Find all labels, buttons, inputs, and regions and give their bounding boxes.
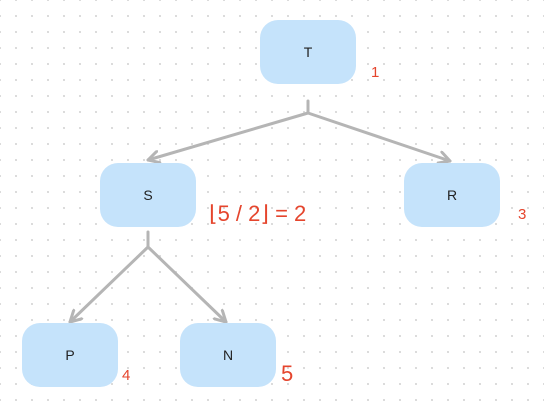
node-t: T: [260, 20, 356, 84]
node-p-annotation: 4: [122, 367, 131, 384]
node-r: R: [404, 163, 500, 227]
edge-t-r: [306, 111, 452, 161]
node-r-annotation: 3: [518, 206, 527, 223]
edge-t-s: [146, 99, 310, 160]
edge-s-p: [68, 230, 150, 324]
edge-s-n: [146, 245, 228, 324]
node-s-formula: ⌊5 / 2⌋ = 2: [209, 201, 307, 226]
node-p: P: [22, 323, 118, 387]
node-n: N: [180, 323, 276, 387]
node-t-annotation: 1: [371, 64, 380, 81]
node-s: S: [100, 163, 196, 227]
node-n-annotation: 5: [281, 361, 294, 386]
